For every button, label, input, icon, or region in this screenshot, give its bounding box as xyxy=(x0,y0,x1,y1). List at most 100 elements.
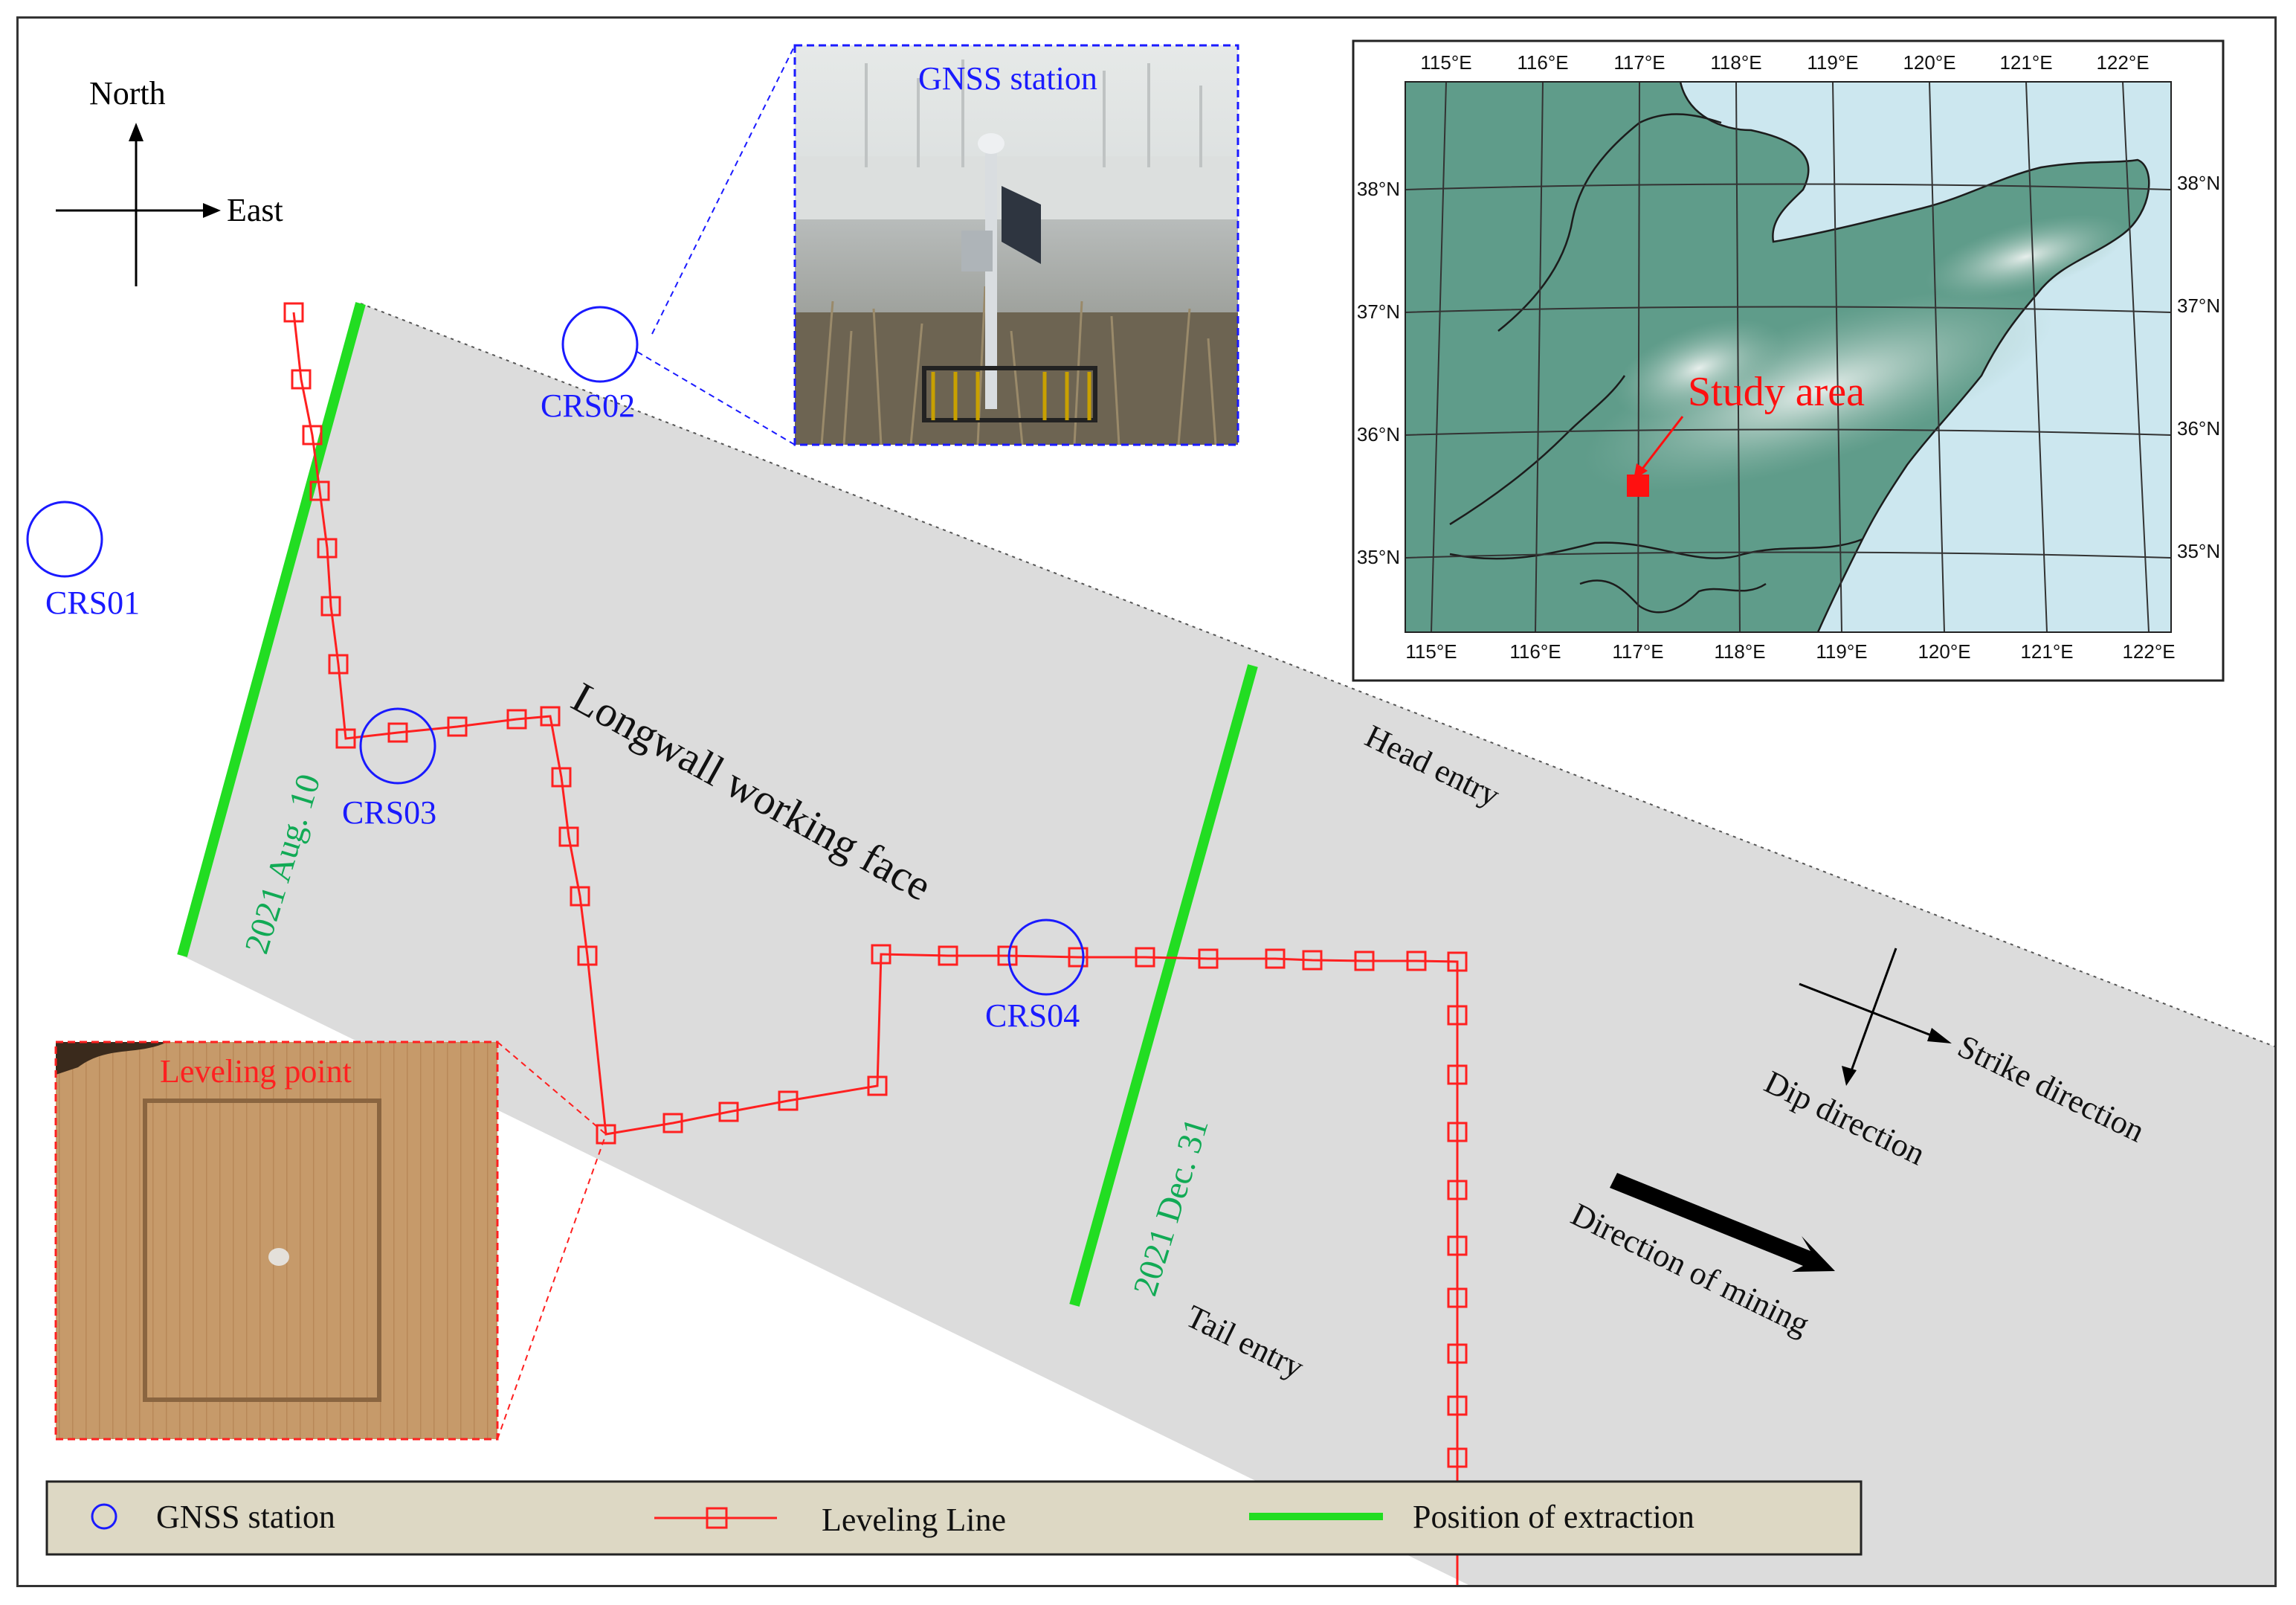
strike-dip-symbol xyxy=(1799,948,1952,1086)
latitude-label: 38°N xyxy=(1357,178,1400,200)
longitude-label: 119°E xyxy=(1807,51,1858,74)
longitude-label: 117°E xyxy=(1613,51,1665,74)
gnss-station-crs01 xyxy=(26,501,103,578)
mining-direction-arrow xyxy=(1610,1173,1835,1272)
longitude-label: 117°E xyxy=(1612,640,1663,663)
leveling-point-marker xyxy=(291,369,312,390)
longitude-labels-bottom: 115°E 116°E 117°E 118°E 119°E 120°E 121°E 122°E xyxy=(1405,640,2175,663)
leveling-point-marker xyxy=(1302,950,1323,971)
leveling-point-marker xyxy=(718,1101,739,1122)
leveling-point-marker xyxy=(387,722,408,743)
station-label-crs02: CRS02 xyxy=(541,387,635,424)
longitude-label: 122°E xyxy=(2122,640,2175,663)
legend-gnss-symbol xyxy=(91,1503,117,1530)
head-entry-boundary xyxy=(360,303,2274,1047)
leveling-point-marker xyxy=(558,826,579,847)
station-label-crs04: CRS04 xyxy=(985,997,1080,1034)
latitude-label: 35°N xyxy=(2177,540,2220,562)
longitude-label: 116°E xyxy=(1517,51,1568,74)
compass-north-label: North xyxy=(89,75,166,112)
leveling-point-marker xyxy=(551,767,572,788)
map-canvas: CRS01 CRS02 CRS03 CRS04 North East Longw… xyxy=(26,39,2274,1585)
gnss-station-inset xyxy=(636,44,1239,446)
leveling-point-marker xyxy=(577,945,598,966)
station-label-crs03: CRS03 xyxy=(342,794,436,831)
legend-gnss-label: GNSS station xyxy=(156,1499,335,1535)
leveling-point-inset xyxy=(54,1040,607,1441)
leveling-point-marker xyxy=(302,425,323,446)
gnss-station-crs03 xyxy=(359,707,436,785)
gnss-inset-title: GNSS station xyxy=(918,60,1097,97)
leveling-point-marker xyxy=(1068,947,1089,968)
longitude-label: 118°E xyxy=(1714,640,1765,663)
map-frame: CRS01 CRS02 CRS03 CRS04 North East Longw… xyxy=(16,16,2277,1587)
leveling-point-marker xyxy=(328,654,349,675)
legend-leveling-label: Leveling Line xyxy=(822,1502,1006,1538)
leveling-point-markers xyxy=(283,302,1468,1468)
longitude-label: 120°E xyxy=(1903,51,1955,74)
leveling-point-marker xyxy=(320,596,341,617)
leveling-point-marker xyxy=(506,709,527,730)
leveling-point-marker xyxy=(1447,1287,1468,1308)
gnss-station-crs02 xyxy=(561,306,639,383)
gnss-station-crs04 xyxy=(1007,919,1085,996)
leveling-point-marker xyxy=(997,945,1018,966)
study-area-label: Study area xyxy=(1688,369,1865,415)
longitude-label: 118°E xyxy=(1710,51,1761,74)
leveling-point-marker xyxy=(317,538,338,559)
legend-extraction-label: Position of extraction xyxy=(1413,1499,1694,1535)
leveling-line xyxy=(292,312,1459,1585)
leveling-point-marker xyxy=(335,728,356,749)
leveling-point-marker xyxy=(447,716,468,737)
leveling-point-marker xyxy=(1447,1180,1468,1200)
latitude-label: 37°N xyxy=(2177,295,2220,317)
leveling-point-marker xyxy=(1447,951,1468,972)
longitude-label: 121°E xyxy=(2020,640,2073,663)
station-label-crs01: CRS01 xyxy=(45,585,140,621)
leveling-point-marker xyxy=(778,1090,799,1111)
leveling-point-marker xyxy=(540,706,561,727)
leveling-point-marker xyxy=(1447,1064,1468,1085)
leveling-point-marker xyxy=(871,944,891,965)
latitude-label: 38°N xyxy=(2177,172,2220,194)
leveling-point-marker xyxy=(1447,1122,1468,1142)
latitude-label: 37°N xyxy=(1357,300,1400,323)
leveling-point-marker xyxy=(1447,1235,1468,1256)
latitude-label: 35°N xyxy=(1357,546,1400,568)
leveling-point-marker xyxy=(1354,951,1375,971)
regional-map xyxy=(1352,39,2274,682)
compass xyxy=(56,123,221,286)
leveling-point-marker xyxy=(596,1124,616,1145)
working-face-area xyxy=(182,303,2274,1585)
leveling-point-marker xyxy=(1135,947,1155,968)
compass-east-label: East xyxy=(227,192,283,228)
study-area-marker xyxy=(1627,475,1649,497)
latitude-label: 36°N xyxy=(1357,423,1400,446)
longitude-label: 115°E xyxy=(1405,640,1457,663)
leveling-point-marker xyxy=(1406,951,1427,971)
leveling-point-marker xyxy=(1447,1343,1468,1364)
longitude-label: 119°E xyxy=(1816,640,1867,663)
leveling-point-marker xyxy=(1447,1447,1468,1468)
leveling-point-marker xyxy=(1265,948,1286,969)
longitude-label: 120°E xyxy=(1918,640,1970,663)
leveling-point-marker xyxy=(309,480,330,501)
longitude-label: 116°E xyxy=(1509,640,1561,663)
leveling-point-marker xyxy=(867,1075,888,1096)
leveling-point-marker xyxy=(662,1113,683,1133)
longitude-label: 122°E xyxy=(2096,51,2149,74)
longitude-label: 115°E xyxy=(1420,51,1471,74)
legend xyxy=(45,1480,1863,1556)
leveling-point-marker xyxy=(1198,948,1219,969)
leveling-point-marker xyxy=(938,945,958,966)
extraction-line-dec xyxy=(1069,664,1258,1307)
leveling-point-marker xyxy=(570,886,590,907)
leveling-point-marker xyxy=(283,302,304,323)
leveling-inset-title: Leveling point xyxy=(160,1053,352,1090)
leveling-point-marker xyxy=(1447,1005,1468,1026)
latitude-labels-right: 38°N 37°N 36°N 35°N xyxy=(2177,172,2220,562)
longitude-label: 121°E xyxy=(1999,51,2052,74)
extraction-line-aug xyxy=(177,302,366,957)
longitude-labels-top: 115°E 116°E 117°E 118°E 119°E 120°E 121°E 122°E xyxy=(1420,51,2149,74)
latitude-label: 36°N xyxy=(2177,417,2220,440)
